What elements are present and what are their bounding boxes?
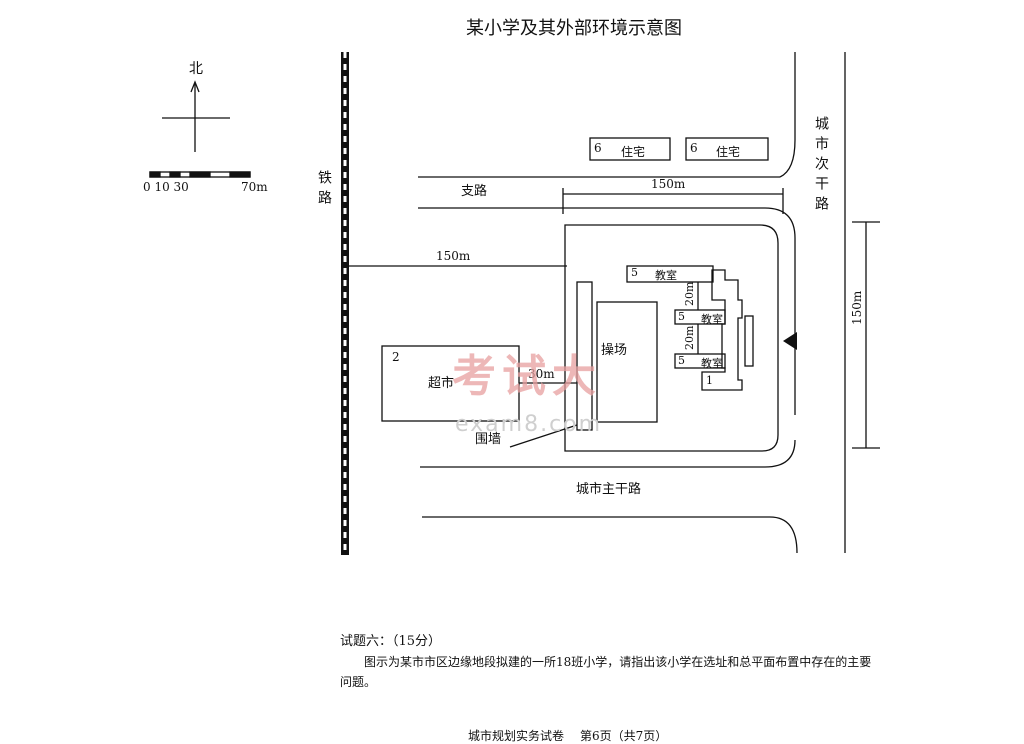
classroom-2-label: 教室 [701,313,723,326]
classroom-1-floors: 5 [631,266,638,279]
footer-page-number: 第6页（共7页） [580,729,668,743]
footer-exam-name: 城市规划实务试卷 [468,729,565,743]
connector-wing [744,315,754,367]
fence-label: 围墙 [475,432,502,447]
diagram-title: 某小学及其外部环境示意图 [466,18,682,39]
classroom-3-label: 教室 [701,357,723,370]
playground [596,301,658,423]
classroom-1 [626,265,714,283]
main-road-label: 城市主干路 [576,482,642,497]
classroom-3-floors: 5 [678,354,685,367]
residence-1-label: 住宅 [621,145,646,159]
connector-floors: 1 [706,374,713,387]
watermark-url: exam8.com [455,412,603,437]
residence-2 [685,137,769,161]
scale-end: 70m [241,180,268,194]
classroom-1-label: 教室 [655,269,677,282]
main-road-north-edge [420,439,796,468]
entrance-marker-icon [783,332,797,350]
supermarket-floors: 2 [392,350,400,364]
main-road-south-edge [422,516,798,554]
dimension-30m-label: 30m [528,367,555,381]
playground-label: 操场 [601,343,628,358]
railway-label: 铁路 [316,170,332,210]
classroom-3 [674,353,726,369]
north-label: 北 [189,61,203,77]
branch-road-south-edge [418,207,796,415]
school-boundary [564,224,779,452]
residence-2-label: 住宅 [716,145,741,159]
scale-ticks: 0 10 30 [143,180,189,194]
connector-building [701,269,743,391]
dimension-20m-label-2: 20m [683,325,696,350]
fence-leader-line [509,424,578,448]
branch-road-label: 支路 [461,184,488,199]
watermark-logo: 考试大 [452,351,602,402]
dimension-railway-label: 150m [436,249,471,263]
residence-1-floors: 6 [594,141,602,155]
scale-bar [149,171,251,178]
question-heading: 试题六：（15分） [340,634,442,649]
question-body: 图示为某市市区边缘地段拟建的一所18班小学，请指出该小学在选址和总平面布置中存在… [340,655,872,689]
secondary-road-label: 城市次干路 [813,116,829,216]
dimension-20m-label-1: 20m [683,281,696,306]
fence-wall [576,281,593,431]
dimension-top-label: 150m [651,177,686,191]
dimension-side-label: 150m [850,290,864,325]
residence-1 [589,137,671,161]
residence-2-floors: 6 [690,141,698,155]
north-arrow-icon [190,80,200,93]
classroom-2-floors: 5 [678,310,685,323]
supermarket-label: 超市 [428,376,455,391]
secondary-road-west-edge-north [779,52,796,178]
